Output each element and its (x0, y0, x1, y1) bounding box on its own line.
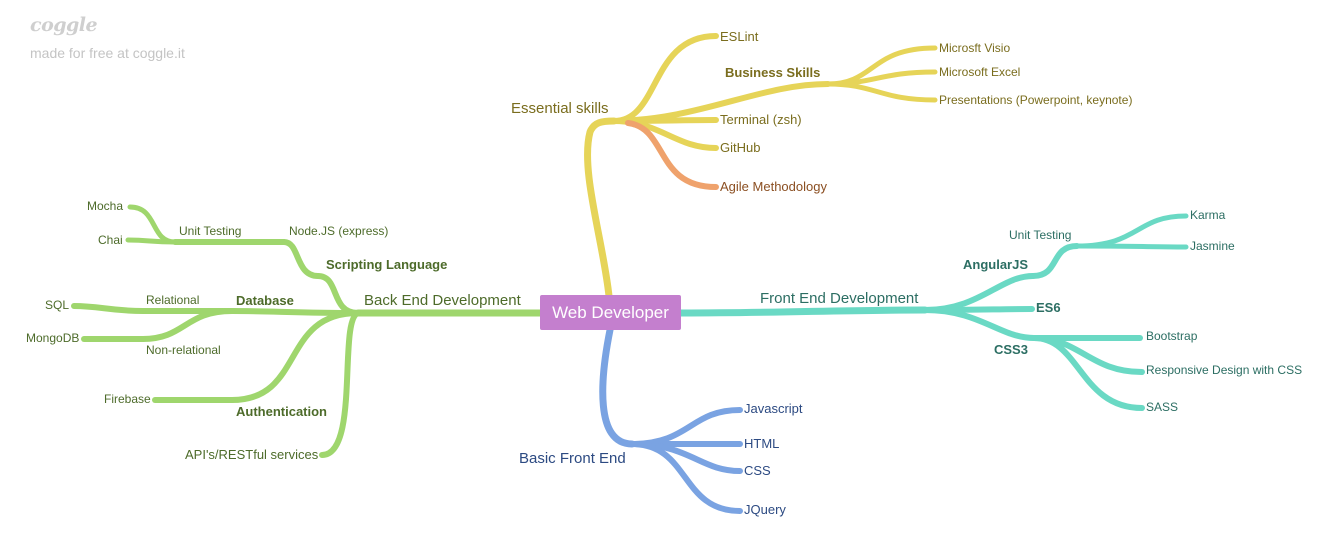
node-presentations[interactable]: Presentations (Powerpoint, keynote) (939, 93, 1132, 107)
link-frontend-angular (922, 273, 1036, 313)
link-unittest-jasmine (1074, 243, 1189, 250)
link-business-excel (825, 69, 938, 87)
node-database[interactable]: Database (236, 293, 294, 308)
link-root-basic (599, 326, 636, 448)
link-essential-agile (625, 120, 719, 190)
link-css3-sass (1031, 335, 1145, 411)
link-relational-sql (71, 303, 146, 314)
link-backend-apis (319, 310, 361, 458)
node-karma[interactable]: Karma (1190, 208, 1226, 222)
node-css[interactable]: CSS (744, 463, 771, 478)
node-css3[interactable]: CSS3 (994, 342, 1028, 357)
node-github[interactable]: GitHub (720, 140, 760, 155)
node-front-end-development[interactable]: Front End Development (760, 290, 919, 307)
node-authentication[interactable]: Authentication (236, 404, 327, 419)
node-firebase[interactable]: Firebase (104, 392, 151, 406)
coggle-tagline: made for free at coggle.it (30, 45, 185, 61)
link-backend-authentication (229, 310, 361, 403)
node-terminal[interactable]: Terminal (zsh) (720, 112, 802, 127)
node-chai[interactable]: Chai (98, 233, 123, 247)
node-mongodb[interactable]: MongoDB (26, 331, 79, 345)
link-unittest-karma (1074, 213, 1189, 249)
node-agile-methodology[interactable]: Agile Methodology (720, 179, 827, 194)
link-unittest-chai (125, 237, 178, 245)
node-scripting-language[interactable]: Scripting Language (326, 257, 447, 272)
node-eslint[interactable]: ESLint (720, 29, 759, 44)
link-unittest-mocha (127, 204, 178, 245)
link-root-frontend (677, 306, 929, 317)
node-sql[interactable]: SQL (45, 298, 69, 312)
link-business-presentations (825, 81, 938, 103)
link-basic-jquery (629, 441, 743, 514)
node-angular-unit-testing[interactable]: Unit Testing (1009, 228, 1071, 242)
coggle-logo: coggle (30, 14, 98, 36)
link-database-nonrelational (140, 308, 235, 342)
link-backend-scripting (315, 273, 361, 316)
node-jasmine[interactable]: Jasmine (1190, 239, 1235, 253)
node-es6[interactable]: ES6 (1036, 300, 1061, 315)
link-frontend-css3 (922, 307, 1037, 341)
node-essential-skills[interactable]: Essential skills (511, 100, 609, 117)
node-responsive-design[interactable]: Responsive Design with CSS (1146, 363, 1302, 377)
node-nodejs[interactable]: Node.JS (express) (289, 224, 388, 238)
node-angularjs[interactable]: AngularJS (963, 257, 1028, 272)
node-javascript[interactable]: Javascript (744, 401, 803, 416)
node-bootstrap[interactable]: Bootstrap (1146, 329, 1198, 343)
root-node-web-developer[interactable]: Web Developer (540, 295, 681, 330)
link-scripting-node (281, 239, 321, 279)
link-root-essential (584, 117, 618, 300)
node-non-relational[interactable]: Non-relational (146, 343, 221, 357)
link-angular-unittest (1030, 243, 1080, 279)
node-basic-front-end[interactable]: Basic Front End (519, 450, 626, 467)
node-sass[interactable]: SASS (1146, 400, 1178, 414)
node-jquery[interactable]: JQuery (744, 502, 786, 517)
node-mocha[interactable]: Mocha (87, 199, 123, 213)
node-microsoft-excel[interactable]: Microsoft Excel (939, 65, 1020, 79)
node-business-skills[interactable]: Business Skills (725, 65, 820, 80)
node-relational[interactable]: Relational (146, 293, 199, 307)
node-apis-restful[interactable]: API's/RESTful services (185, 447, 319, 462)
link-basic-javascript (629, 407, 743, 447)
node-back-end-development[interactable]: Back End Development (364, 292, 522, 309)
root-node-label: Web Developer (552, 302, 669, 322)
node-html[interactable]: HTML (744, 436, 779, 451)
link-essential-eslint (611, 33, 719, 124)
node-microsoft-visio[interactable]: Microsft Visio (939, 41, 1010, 55)
node-backend-unit-testing[interactable]: Unit Testing (179, 224, 241, 238)
